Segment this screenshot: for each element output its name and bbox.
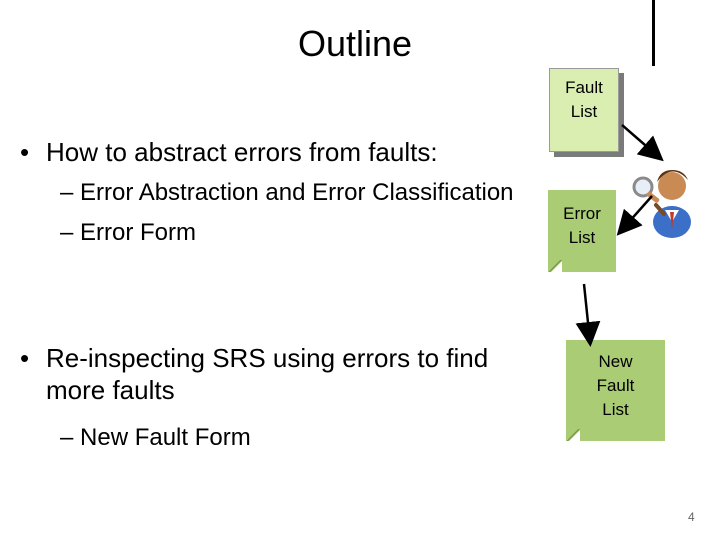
bullet-1-text: How to abstract errors from faults: <box>46 137 438 167</box>
error-list-note: Error List <box>548 190 616 272</box>
inspector-with-magnifier-icon <box>632 170 691 238</box>
bullet-dot: • <box>20 343 30 373</box>
error-list-label: Error List <box>563 204 601 247</box>
subitem-error-form: – Error Form <box>60 219 197 246</box>
bullet-dot: • <box>20 137 30 167</box>
slide-title: Outline <box>297 23 413 64</box>
bullet-2-text: Re-inspecting SRS using errors to find m… <box>46 343 489 405</box>
subitem-new-fault-form: – New Fault Form <box>60 424 251 451</box>
fault-list-note: Fault List <box>549 68 619 152</box>
fault-list-label: Fault List <box>565 78 603 121</box>
arrow-fault-to-inspector <box>621 124 664 162</box>
new-fault-list-note: New Fault List <box>566 340 665 441</box>
page-fold-edge <box>566 429 580 441</box>
bullet-1: • How to abstract errors from faults: <box>20 136 526 168</box>
page-number: 4 <box>688 510 695 524</box>
new-fault-list-label: New Fault List <box>596 352 635 419</box>
bullet-2: • Re-inspecting SRS using errors to find… <box>20 342 546 406</box>
page-fold-edge <box>548 260 562 272</box>
vertical-divider <box>652 0 655 66</box>
subitem-error-abstraction: – Error Abstraction and Error Classifica… <box>60 179 514 206</box>
arrow-error-to-new-fault <box>575 283 601 347</box>
